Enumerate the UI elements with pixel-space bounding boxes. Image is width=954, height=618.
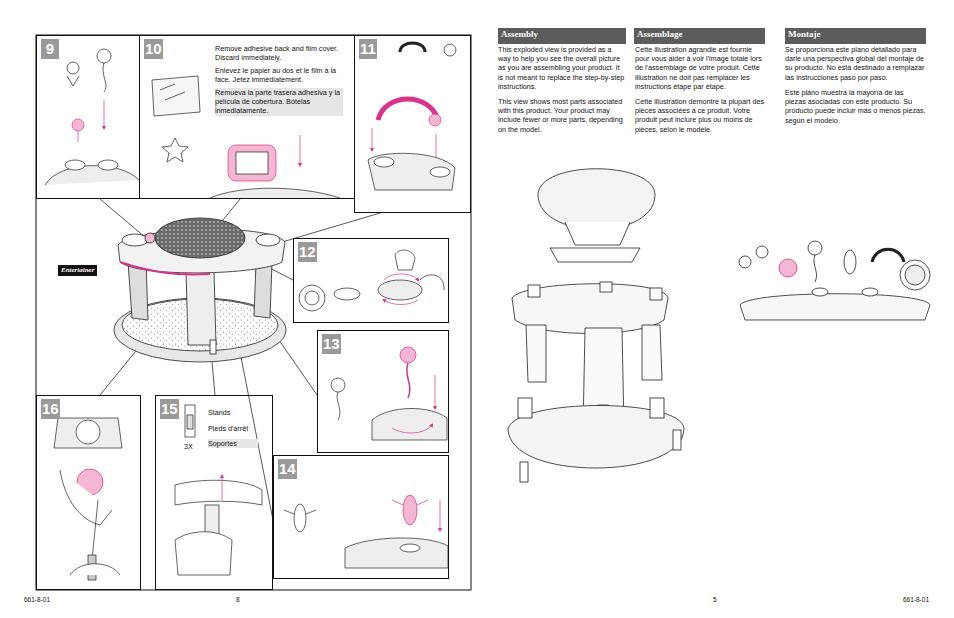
section-header-band: Assemblage <box>634 28 765 44</box>
page-number: 5 <box>713 596 717 604</box>
step-12-drawing <box>299 250 444 311</box>
body-text: This exploded view is provided as a way … <box>498 45 626 91</box>
step-panel: 11 <box>354 35 471 213</box>
step-panel: 9 <box>36 35 140 199</box>
step-number: 12 <box>298 242 317 262</box>
section-header-band: Montaje <box>785 28 926 44</box>
step-number: 11 <box>359 39 377 59</box>
instruction-text: Remove adhesive back and film cover. Dis… <box>215 44 343 62</box>
step-number: 10 <box>144 39 163 59</box>
body-text: Se proporciona este plano detallado para… <box>785 45 926 82</box>
step-9-drawing <box>45 49 139 185</box>
section-header: Assemblage <box>637 28 683 41</box>
step-number: 9 <box>41 39 59 59</box>
instruction-text: 3X <box>184 442 193 451</box>
body-text: Cette illustration agrandie est fournie … <box>635 45 765 91</box>
page-code: 661-8-01 <box>903 596 929 604</box>
step-14-drawing <box>284 495 448 568</box>
page-code: 661-8-01 <box>24 596 50 604</box>
step-15-drawing <box>175 405 262 575</box>
instruction-text: Pieds d'arrêt <box>208 424 248 433</box>
step-number: 16 <box>41 399 60 419</box>
instruction-text: Enlevez le papier au dos et le film à la… <box>215 66 343 84</box>
instruction-text: Stands <box>208 408 230 417</box>
step-11-drawing <box>368 43 456 190</box>
step-panel: 15 StandsPieds d'arrêtSoportes 3X <box>155 395 273 590</box>
section-header: Assembly <box>501 28 538 41</box>
step-panel: 14 <box>273 455 449 579</box>
step-panel: 16 <box>36 395 141 590</box>
brand-logo: Entertainer <box>58 265 97 276</box>
step-number: 14 <box>278 459 297 479</box>
step-number: 13 <box>322 334 341 354</box>
body-text: Cette illustration démontre la plupart d… <box>635 97 765 134</box>
body-text: Este plano muestra la mayoría de las pie… <box>785 88 926 125</box>
leader-lines <box>100 199 380 520</box>
step-number: 15 <box>160 399 179 419</box>
step-13-drawing <box>331 347 447 440</box>
exploded-view <box>508 169 930 482</box>
step-panel: 10 Remove adhesive back and film cover. D… <box>139 35 355 199</box>
step-panel: 12 <box>293 238 449 323</box>
instruction-text: Remueva la parte trasera adhesiva y la p… <box>215 88 343 116</box>
product-drawing <box>114 218 286 362</box>
instruction-text: Soportes <box>208 439 258 448</box>
page-frame <box>36 35 471 590</box>
step-panel: 13 <box>317 330 449 453</box>
section-header: Montaje <box>788 28 821 41</box>
page-number: 8 <box>236 596 240 604</box>
step-16-drawing <box>54 418 122 580</box>
section-header-band: Assembly <box>498 28 626 44</box>
body-text: This view shows most parts associated wi… <box>498 97 626 134</box>
